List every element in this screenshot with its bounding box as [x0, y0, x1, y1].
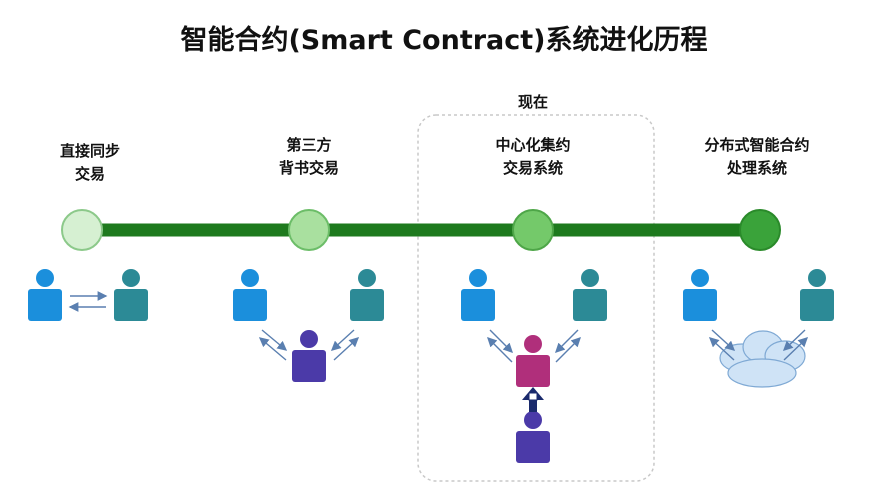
double-arrow-icon — [330, 329, 360, 361]
stage-label-4-line2: 处理系统 — [726, 159, 788, 177]
diagram-title: 智能合约(Smart Contract)系统进化历程 — [180, 25, 708, 56]
stage-label-2-line1: 第三方 — [286, 136, 332, 154]
double-arrow-icon — [487, 329, 513, 363]
current-stage-frame — [417, 114, 655, 482]
now-label: 现在 — [517, 93, 549, 111]
stage-label-3-line2: 交易系统 — [502, 159, 564, 177]
person-icon — [516, 411, 550, 463]
person-icon — [233, 269, 267, 321]
stage-label-3: 中心化集约 交易系统 — [495, 134, 570, 180]
timeline-node-1 — [61, 209, 103, 251]
double-arrow-icon — [68, 291, 108, 312]
stage-label-1: 直接同步 交易 — [60, 140, 120, 186]
person-icon — [28, 269, 62, 321]
person-icon — [683, 269, 717, 321]
person-icon — [516, 335, 550, 387]
person-icon — [461, 269, 495, 321]
person-icon — [800, 269, 834, 321]
stage-label-4-line1: 分布式智能合约 — [704, 136, 810, 154]
lock-icon — [522, 387, 544, 412]
person-icon — [114, 269, 148, 321]
stage-label-1-line2: 交易 — [74, 165, 106, 183]
double-arrow-icon — [782, 329, 809, 361]
stage-label-2: 第三方 背书交易 — [279, 134, 339, 180]
timeline-node-4 — [739, 209, 781, 251]
stage-label-3-line1: 中心化集约 — [495, 136, 571, 154]
stage-label-2-line2: 背书交易 — [278, 159, 340, 177]
double-arrow-icon — [708, 329, 736, 361]
timeline-node-2 — [288, 209, 330, 251]
person-icon — [350, 269, 384, 321]
double-arrow-icon — [555, 329, 581, 363]
cloud-icon — [719, 330, 806, 388]
timeline-node-3 — [512, 209, 554, 251]
stage-label-1-line1: 直接同步 — [59, 142, 121, 160]
double-arrow-icon — [258, 329, 288, 361]
stage-label-4: 分布式智能合约 处理系统 — [704, 134, 809, 180]
person-icon — [292, 330, 326, 382]
person-icon — [573, 269, 607, 321]
